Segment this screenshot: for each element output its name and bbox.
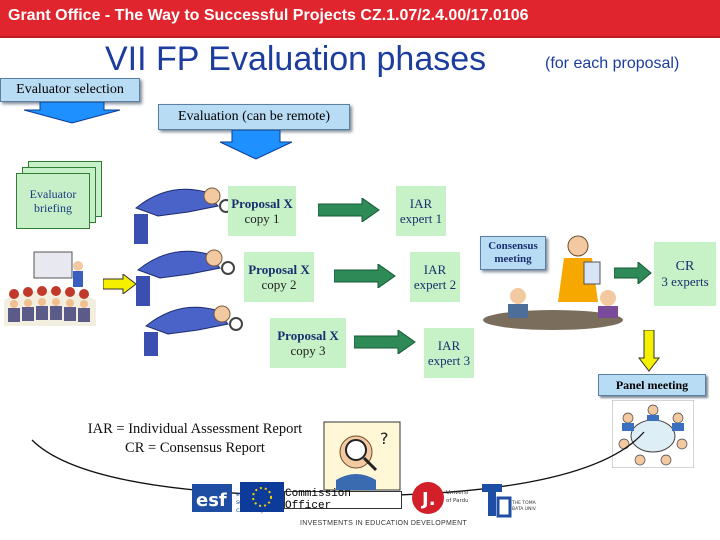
proposal-copy: copy 3	[290, 343, 326, 358]
briefing-audience-clipart	[4, 250, 96, 331]
iar-expert: expert 3	[427, 353, 471, 368]
briefing-line-2: briefing	[34, 201, 72, 215]
proposal-copy-3: Proposal X copy 3	[270, 318, 346, 368]
cr-experts: 3 experts	[661, 274, 709, 289]
evaluator-briefing-label: Evaluator briefing	[16, 173, 90, 229]
university-pardubice-logo: J. University of Pardubice	[404, 478, 481, 527]
right-arrow-icon	[354, 330, 416, 354]
evaluation-remote-label: Evaluation (can be remote)	[158, 104, 350, 130]
cr-consensus-report: CR 3 experts	[654, 242, 716, 306]
proposal-copy-2: Proposal X copy 2	[244, 252, 314, 302]
banner-divider	[0, 36, 720, 38]
svg-text:University: University	[446, 490, 468, 496]
proposal-copy-1: Proposal X copy 1	[228, 186, 296, 236]
consensus-line-1: Consensus	[488, 240, 538, 252]
eu-flag-logo	[240, 482, 284, 517]
consensus-meeting-clipart	[478, 232, 628, 337]
legend: IAR = Individual Assessment Report CR = …	[60, 420, 330, 458]
down-arrow-icon	[218, 130, 294, 160]
iar-expert-3: IAR expert 3	[424, 328, 474, 378]
right-arrow-icon	[334, 264, 396, 288]
commission-officer-clipart: ?	[322, 420, 402, 497]
iar-title: IAR	[423, 262, 447, 277]
evaluator-figures-clipart	[128, 176, 258, 362]
proposal-title: Proposal X	[248, 262, 310, 277]
proposal-title: Proposal X	[277, 328, 339, 343]
right-arrow-icon	[103, 274, 137, 294]
iar-expert-1: IAR expert 1	[396, 186, 446, 236]
cr-title: CR	[675, 259, 695, 274]
svg-text:?: ?	[380, 429, 389, 448]
banner-text: Grant Office - The Way to Successful Pro…	[8, 7, 529, 24]
iar-expert-2: IAR expert 2	[410, 252, 460, 302]
legend-iar: IAR = Individual Assessment Report	[87, 421, 303, 437]
right-arrow-icon	[318, 198, 380, 222]
slide-subtitle: (for each proposal)	[545, 55, 680, 72]
panel-meeting-clipart	[611, 399, 695, 473]
commission-officer-label: Commission Officer	[284, 488, 402, 512]
tomas-bata-logo: THE TOMAS BATA UNIV.	[476, 478, 539, 527]
svg-text:J.: J.	[420, 489, 436, 510]
footer-tagline: INVESTMENTS IN EDUCATION DEVELOPMENT	[300, 520, 468, 527]
consensus-line-2: meeting	[494, 253, 532, 265]
consensus-meeting-label: Consensus meeting	[480, 236, 546, 270]
proposal-title: Proposal X	[231, 196, 293, 211]
svg-text:of Pardubice: of Pardubice	[446, 498, 468, 504]
slide-title: VII FP Evaluation phases	[105, 40, 487, 78]
iar-title: IAR	[409, 196, 433, 211]
right-arrow-icon	[614, 262, 652, 284]
iar-expert: expert 1	[399, 211, 443, 226]
briefing-line-1: Evaluator	[29, 187, 77, 201]
proposal-copy: copy 2	[261, 277, 297, 292]
header-banner	[0, 0, 720, 36]
legend-cr: CR = Consensus Report	[125, 440, 265, 456]
iar-expert: expert 2	[413, 277, 457, 292]
panel-meeting-label: Panel meeting	[598, 374, 706, 396]
proposal-copy: copy 1	[244, 211, 280, 226]
evaluator-selection-label: Evaluator selection	[0, 78, 140, 102]
iar-title: IAR	[437, 338, 461, 353]
svg-text:BATA UNIV.: BATA UNIV.	[512, 506, 536, 512]
down-arrow-icon	[638, 330, 660, 372]
svg-text:esf: esf	[196, 490, 227, 511]
down-arrow-icon	[22, 102, 122, 124]
svg-text:THE TOMAS: THE TOMAS	[511, 500, 536, 506]
